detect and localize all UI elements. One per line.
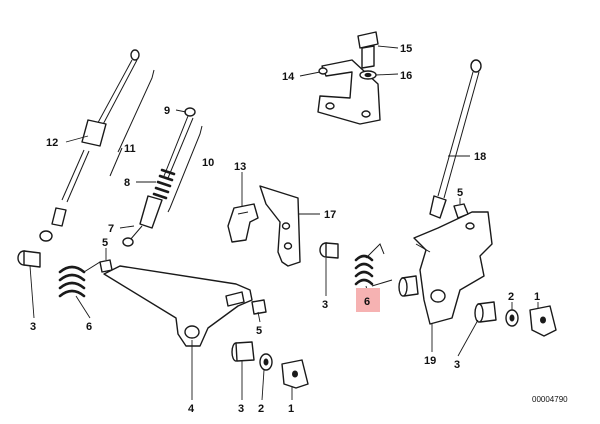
washer-part-16 xyxy=(359,70,377,80)
highlight-box xyxy=(356,288,380,312)
bolt-part-15 xyxy=(357,31,379,69)
callout-4[interactable]: 4 xyxy=(188,403,195,415)
clip-part-1-right xyxy=(529,305,557,337)
main-lever-part-4 xyxy=(103,265,253,347)
clip-part-10 xyxy=(167,125,203,213)
spring-part-6-right xyxy=(354,243,393,287)
callout-12[interactable]: 12 xyxy=(46,137,58,149)
callout-10[interactable]: 10 xyxy=(202,157,214,169)
callout-2-right[interactable]: 2 xyxy=(508,291,514,303)
callout-3-center[interactable]: 3 xyxy=(322,299,328,311)
callout-11[interactable]: 11 xyxy=(124,143,136,155)
callout-13[interactable]: 13 xyxy=(234,161,246,173)
bushing-part-3-center xyxy=(319,242,339,259)
callout-1-right[interactable]: 1 xyxy=(534,291,540,303)
bushing-part-3-right xyxy=(474,301,497,323)
washer-part-2-right xyxy=(505,309,519,327)
bushing-part-3-right-roller xyxy=(398,275,419,297)
callout-5-center[interactable]: 5 xyxy=(256,325,262,337)
drawing-reference-number: 00004790 xyxy=(532,395,568,404)
pivot-pin-part-13 xyxy=(227,203,259,243)
callout-9[interactable]: 9 xyxy=(164,105,170,117)
nut-part-5-right xyxy=(453,203,469,219)
plate-part-17 xyxy=(259,185,301,267)
leader-lines xyxy=(29,45,539,401)
callout-17[interactable]: 17 xyxy=(324,209,336,221)
bracket-part-14 xyxy=(317,59,381,125)
rod-part-12 xyxy=(39,49,140,242)
washer-part-2-bottom xyxy=(259,353,273,371)
callout-18[interactable]: 18 xyxy=(474,151,486,163)
callout-5-left[interactable]: 5 xyxy=(102,237,108,249)
spring-rod-part-8 xyxy=(122,107,196,247)
callout-15[interactable]: 15 xyxy=(400,43,412,55)
clip-part-11 xyxy=(109,69,155,177)
clip-part-1-bottom xyxy=(281,359,309,389)
callout-3-right[interactable]: 3 xyxy=(454,359,460,371)
callout-6-highlighted[interactable]: 6 xyxy=(364,296,370,308)
callout-2-bottom[interactable]: 2 xyxy=(258,403,264,415)
callout-19[interactable]: 19 xyxy=(424,355,436,367)
bushing-part-3-left xyxy=(17,250,41,268)
callout-5-right[interactable]: 5 xyxy=(457,187,463,199)
callout-3-bottom[interactable]: 3 xyxy=(238,403,244,415)
callout-16[interactable]: 16 xyxy=(400,70,412,82)
callout-8[interactable]: 8 xyxy=(124,177,130,189)
rod-part-18 xyxy=(429,59,482,219)
callout-14[interactable]: 14 xyxy=(282,71,295,83)
callout-6-left[interactable]: 6 xyxy=(86,321,92,333)
callout-3-left[interactable]: 3 xyxy=(30,321,36,333)
nut-part-5-center xyxy=(251,299,267,315)
callout-1-bottom[interactable]: 1 xyxy=(288,403,294,415)
lever-plate-part-19 xyxy=(413,211,493,325)
callout-7[interactable]: 7 xyxy=(108,223,114,235)
bushing-part-3-bottom xyxy=(231,341,255,362)
spring-part-6-left xyxy=(58,261,105,298)
